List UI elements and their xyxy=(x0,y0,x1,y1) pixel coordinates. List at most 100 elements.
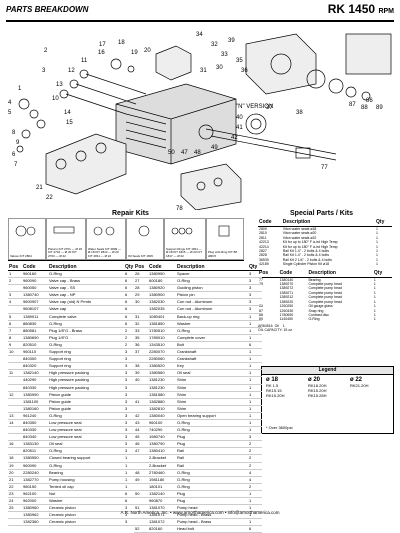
page-title: PARTS BREAKDOWN xyxy=(6,5,89,14)
kit-water-seals: Water Seals KIT 2809 — Ø 18 KIT 2810 — Ø… xyxy=(86,218,126,260)
svg-text:33: 33 xyxy=(221,52,228,58)
svg-text:86: 86 xyxy=(366,98,373,104)
svg-text:17: 17 xyxy=(99,42,106,48)
svg-text:16: 16 xyxy=(98,50,105,56)
svg-text:37: 37 xyxy=(266,105,273,111)
svg-text:7: 7 xyxy=(14,162,18,168)
column-header: Description xyxy=(48,264,124,271)
svg-text:34: 34 xyxy=(196,32,203,38)
kit-support-rings: Support Rings KIT 1821 — Ø 18 KIT 1815 —… xyxy=(164,218,206,260)
column-header: Qty xyxy=(124,264,138,271)
svg-text:77: 77 xyxy=(321,165,328,171)
model-title: RK 1450 RPM xyxy=(327,2,394,16)
svg-text:38: 38 xyxy=(296,110,303,116)
column-header: Qty xyxy=(372,268,392,278)
page-header: PARTS BREAKDOWN RK 1450 RPM xyxy=(6,2,394,22)
svg-text:21: 21 xyxy=(36,185,43,191)
svg-text:32: 32 xyxy=(211,42,218,48)
kit-plug: Plug w/O-Ring KIT 88 HBC5 xyxy=(206,218,244,260)
svg-text:89: 89 xyxy=(376,105,383,111)
svg-text:88: 88 xyxy=(361,105,368,111)
svg-text:22: 22 xyxy=(46,195,53,201)
svg-text:42: 42 xyxy=(231,135,238,141)
repair-kits-title: Repair Kits xyxy=(112,210,149,217)
oil-row: AR64516 Oil 1 xyxy=(258,323,285,328)
column-header: Code xyxy=(148,264,176,271)
svg-text:48: 48 xyxy=(194,150,201,156)
svg-text:18: 18 xyxy=(118,40,125,46)
kit-valves: Valves KIT 2804 xyxy=(8,218,46,260)
page-footer: A.R. North America, Inc. • www.arnortham… xyxy=(120,510,280,515)
svg-text:87: 87 xyxy=(349,102,356,108)
svg-text:41: 41 xyxy=(236,125,243,131)
svg-text:35: 35 xyxy=(236,58,243,64)
column-header: Code xyxy=(278,268,308,278)
svg-text:40: 40 xyxy=(236,115,243,121)
svg-text:8: 8 xyxy=(12,130,16,136)
svg-text:3: 3 xyxy=(42,68,46,74)
column-header: Pos xyxy=(134,264,148,271)
svg-text:47: 47 xyxy=(181,150,188,156)
svg-text:20: 20 xyxy=(144,48,151,54)
svg-text:10: 10 xyxy=(52,96,59,102)
svg-text:31: 31 xyxy=(200,68,207,74)
kit-oil-seals: Oil Seals KIT 1815 xyxy=(126,218,164,260)
repair-kits-row: Valves KIT 2804 Pistons KIT 2701 — Ø 18 … xyxy=(8,218,244,261)
svg-text:11: 11 xyxy=(81,58,88,64)
legend-note: * Over 3600psi xyxy=(266,425,293,430)
svg-text:78: 78 xyxy=(176,206,183,210)
special-parts-title: Special Parts / Kits xyxy=(290,210,354,217)
kit-pistons: Pistons KIT 2701 — Ø 18 KIT 2702 — Ø 20 … xyxy=(46,218,86,260)
svg-text:39: 39 xyxy=(228,38,235,44)
